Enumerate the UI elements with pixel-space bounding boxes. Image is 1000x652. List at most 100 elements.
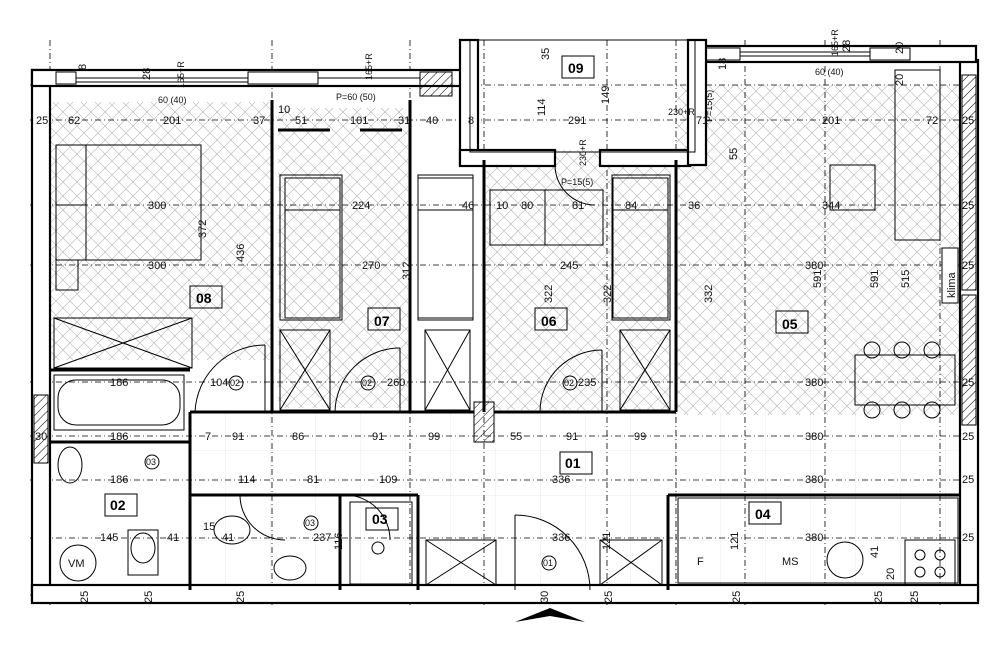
dimension-label: 25 [962,377,974,389]
dimension-label: 86 [292,431,304,443]
dimension-label: 515 [900,270,912,288]
dimension-label: 591 [869,270,881,288]
window-note-top-left: P=60 (50) [336,92,376,102]
door-note-230-1: 230+R [668,107,695,117]
dimension-label: 25 [909,591,921,603]
dimension-label: 7 [205,431,211,443]
room-label-05: 05 [782,316,798,332]
dimension-label: 8 [468,115,474,127]
dimension-label: 380 [805,377,823,389]
room-label-06: 06 [541,313,557,329]
dimension-label: 80 [521,200,533,212]
dimension-label: 300 [148,260,166,272]
dimension-label: 25 [235,591,247,603]
dimension-label: 149 [600,86,612,104]
dimension-label: 380 [805,431,823,443]
klima-label: klima [946,271,958,298]
dimension-label: 332 [703,285,715,303]
dimension-label: 99 [634,431,646,443]
dimension-label: 41 [222,532,234,544]
dimension-label: 116 [333,532,345,550]
dimension-label: 51 [295,115,307,127]
dimension-label: 31 [398,115,410,127]
dimension-label: 55 [728,148,740,160]
dimension-label: 109 [379,474,397,486]
floor-parquet-05 [676,85,960,415]
dimension-label: 81 [307,474,319,486]
dimension-label: 235 [578,377,596,389]
dimension-label: 15 [203,521,215,533]
dimension-label: 46 [462,200,474,212]
dimension-label: 260 [387,377,405,389]
window-note-165-1: 165+R [176,61,186,88]
door-note-230-2: 230+R [578,139,588,166]
dimension-label: 270 [362,260,380,272]
dimension-label: 81 [572,200,584,212]
room-label-03: 03 [372,511,388,527]
dimension-label: 186 [110,377,128,389]
room-label-02: 02 [110,497,126,513]
dimension-label: 55 [510,431,522,443]
door-tag: 01 [543,558,553,568]
floor-parquet-08 [50,102,272,360]
dimension-label: 25 [731,591,743,603]
dimension-label: 37 [253,115,265,127]
door-note-p15-1: P=15(5) [561,177,593,187]
dimension-label: 40 [426,115,438,127]
dimension-label: 30 [35,431,47,443]
dimension-label: 245 [560,260,578,272]
door-tag: 03 [146,457,156,467]
washing-machine-label: VM [68,558,85,570]
window-note-165-3: 165+R [830,29,840,56]
dimension-label: 201 [163,115,181,127]
dimension-label: 121 [729,532,741,550]
dimension-label: 30 [539,591,551,603]
dimension-label: 186 [110,431,128,443]
dimension-label: 186 [110,474,128,486]
living-furniture [677,69,959,586]
dimension-label: 91 [566,431,578,443]
fridge-label: F [697,556,704,568]
beds [55,144,669,319]
doors [194,164,603,591]
dimension-label: 91 [372,431,384,443]
dimension-label: 380 [805,532,823,544]
dimension-label: 25 [79,591,91,603]
door-tag: 02 [564,378,574,388]
dimension-label: 322 [602,285,614,303]
dimension-label: 291 [568,115,586,127]
dimension-label: 10 [496,200,508,212]
dimension-label: 28 [841,40,853,52]
dimension-label: 300 [148,200,166,212]
dimension-label: 224 [352,200,370,212]
door-tags: 02 02 02 03 03 01 [144,375,578,571]
dimension-label: 591 [812,270,824,288]
dimension-label: 20 [885,568,897,580]
dimension-label: 36 [688,200,700,212]
dimension-label: 101 [350,115,368,127]
dimension-label: 91 [232,431,244,443]
dimension-label: 35 [540,48,552,60]
floor-parquet-07 [278,108,408,408]
dimension-label: 8 [77,64,89,70]
dimension-label: 372 [197,220,209,238]
dimension-label: 25 [962,474,974,486]
door-note-p15-2: P=15(5) [704,90,714,122]
floor-parquet-06 [486,150,671,410]
dimension-label: 28 [141,68,153,80]
dimension-label: 20 [894,42,906,54]
dimension-label: 114 [536,98,548,116]
bathroom-fixtures [53,374,413,585]
dimension-label: 336 [552,474,570,486]
dimension-label: 25 [962,260,974,272]
dimension-label: 25 [962,115,974,127]
window-note-top-right: 60 (40) [815,67,844,77]
dimension-label: 71 [696,115,708,127]
floor-tiles-hall [190,412,960,592]
dimension-label: 18 [717,58,729,70]
dimension-label: 99 [428,431,440,443]
window-note-165-2: 165+R [364,53,374,80]
dimension-label: 145 [100,532,118,544]
dimension-label: 84 [625,200,637,212]
